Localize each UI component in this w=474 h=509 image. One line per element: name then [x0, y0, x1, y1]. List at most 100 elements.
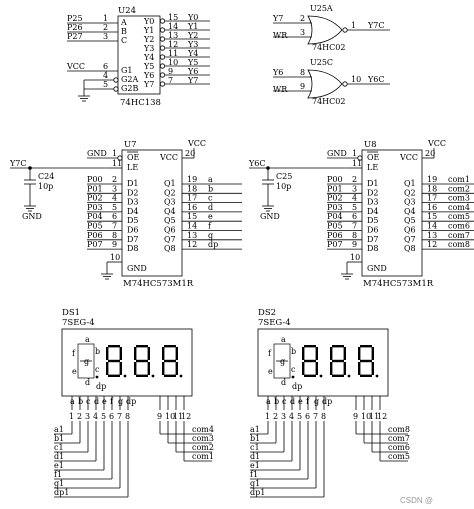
u7-cap-gnd-net: GND — [22, 212, 42, 221]
u8-pin-number: 14 — [427, 222, 437, 231]
u7-q-net: e — [208, 212, 213, 221]
u24-pin-label: C — [121, 36, 127, 45]
u8-d-net: P02 — [327, 194, 343, 203]
u8-d-label: D1 — [367, 179, 379, 188]
u7-d-net: P06 — [87, 231, 103, 240]
u7-d-net: P07 — [87, 240, 103, 249]
ds1-seg-net: e1 — [54, 461, 64, 470]
u24-pin-number: 5 — [103, 80, 108, 89]
u7-pin-number: 10 — [110, 253, 120, 262]
ds1-seg-net: g1 — [54, 479, 64, 488]
ds2-pin-letter: c — [282, 397, 287, 406]
ds1-segment-letter: g — [84, 357, 89, 366]
ds1-pin-number: 10 — [165, 412, 175, 421]
u7-pin-number: 17 — [187, 194, 197, 203]
u25c-pin-number: 9 — [300, 82, 305, 91]
u24-output-label: Y3 — [143, 44, 154, 53]
ds2-seg-net: dp1 — [250, 488, 265, 497]
ds1-pin-number: 9 — [157, 412, 162, 421]
inversion-bubble — [159, 18, 166, 24]
ds2-digit-segment — [360, 345, 372, 348]
u7-d-net: P04 — [87, 212, 103, 221]
ds1-digit-segment — [175, 362, 178, 375]
inversion-bubble — [113, 77, 119, 83]
ds2-pin-number: 1 — [265, 412, 270, 421]
u8-d-label: D4 — [367, 207, 379, 216]
u25a-part: 74HC02 — [312, 43, 345, 52]
ds2-com-net: com5 — [388, 452, 410, 461]
ds2-com-net: com7 — [388, 434, 410, 443]
ds2-pin-letter: b — [274, 397, 279, 406]
u8-pin-number: 3 — [352, 184, 357, 193]
ds1-digit-segment — [164, 359, 176, 363]
u7-d-label: D4 — [127, 207, 139, 216]
u7-d-net: P01 — [87, 184, 103, 193]
u7-d-label: D2 — [127, 188, 139, 197]
u7-pin-number: 1 — [112, 149, 117, 158]
ds2-digit-segment — [302, 362, 305, 375]
u7-q-label: Q3 — [164, 198, 176, 207]
u8-q-label: Q4 — [404, 207, 416, 216]
u8-pin-number: 11 — [352, 159, 362, 168]
u24-output-net: Y3 — [187, 40, 198, 49]
u24-pin-number: 10 — [168, 58, 178, 67]
u8-pin-number: 10 — [350, 253, 360, 262]
ds2-digit-segment — [304, 345, 316, 348]
u24-pin-number: 7 — [168, 76, 173, 85]
ds1-digit-dp-segment — [151, 374, 155, 378]
ds2-seg-net: e1 — [250, 461, 260, 470]
ds1-digit-segment — [108, 374, 120, 377]
u24-output-net: Y6 — [187, 67, 198, 76]
ds1-pin-number: 12 — [181, 412, 191, 421]
u25c-pin-number: 8 — [300, 68, 305, 77]
u7-pin-number: 15 — [187, 212, 197, 221]
ds1-digit-segment — [119, 347, 122, 360]
inversion-bubble — [159, 81, 166, 87]
ds2-digit-segment — [360, 374, 372, 377]
ds2-segment-letter: f — [268, 349, 272, 358]
u7-pin-number: 18 — [187, 184, 197, 193]
ds1-seg-net: b1 — [54, 434, 64, 443]
u24-vcc-net: VCC — [66, 62, 85, 71]
u25c-output-net: Y6C — [367, 75, 385, 84]
u24-output-label: Y4 — [143, 53, 154, 62]
u8-q-label: Q6 — [404, 226, 416, 235]
ds1-seg-net: d1 — [54, 452, 64, 461]
ds2-digit-segment — [332, 374, 344, 377]
ds1-segment-letter: f — [72, 349, 76, 358]
u24-output-net: Y7 — [187, 76, 198, 85]
ds2-digit-dp-segment — [319, 374, 323, 378]
ds2-digit-segment — [371, 347, 374, 360]
inversion-bubble — [117, 155, 123, 161]
u7-pin-number: 9 — [112, 240, 117, 249]
ds2-seg-net: d1 — [250, 452, 260, 461]
u24-pin-number: 11 — [168, 49, 178, 58]
ds2-part: 7SEG-4 — [258, 318, 291, 328]
u8-q-net: com4 — [448, 203, 470, 212]
u8-pin-number: 1 — [352, 149, 357, 158]
u7-cap-value: 10p — [38, 182, 53, 191]
ds2-pin-number: 2 — [273, 412, 278, 421]
inversion-bubble — [159, 27, 166, 33]
ds1-com-net: com3 — [192, 434, 214, 443]
ds1-segment-letter: e — [72, 367, 77, 376]
u24-output-net: Y5 — [187, 58, 198, 67]
u8-gnd-label: GND — [367, 264, 387, 273]
u7-d-label: D7 — [127, 235, 139, 244]
u7-d-label: D5 — [127, 216, 139, 225]
ds2-ref: DS2 — [258, 308, 276, 318]
ds1-seg-net: dp1 — [54, 488, 69, 497]
u8-d-net: P06 — [327, 231, 343, 240]
u8-pin-number: 6 — [352, 212, 357, 221]
u8-pin-number: 12 — [427, 240, 437, 249]
u7-pin-number: 13 — [187, 231, 197, 240]
ds1-digit-segment — [175, 347, 178, 360]
ds2-pin-number: 11 — [369, 412, 379, 421]
ds1-digit-segment — [164, 374, 176, 377]
ds1-segment-letter: b — [95, 347, 100, 356]
u7-d-net: P05 — [87, 222, 103, 231]
ds1-digit-segment — [147, 362, 150, 375]
u24-output-label: Y7 — [143, 80, 154, 89]
u8-d-label: D7 — [367, 235, 379, 244]
ds1-pin-number: 4 — [93, 412, 98, 421]
